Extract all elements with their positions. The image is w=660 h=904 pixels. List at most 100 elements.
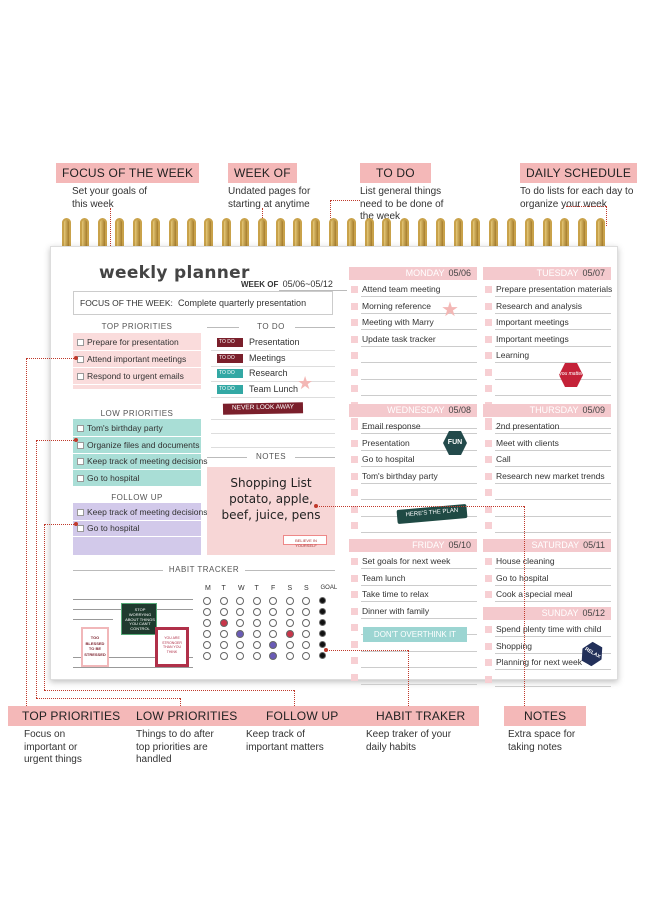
callout-label: WEEK OF bbox=[228, 163, 297, 183]
checkbox bbox=[351, 489, 358, 496]
callout-desc: Keep traker of your daily habits bbox=[366, 729, 452, 753]
checkbox bbox=[351, 319, 358, 326]
connector-dot bbox=[74, 356, 78, 360]
day-rule bbox=[495, 482, 611, 484]
day-item: Shopping bbox=[496, 640, 532, 651]
habit-day-label: F bbox=[271, 585, 276, 592]
checkbox bbox=[77, 425, 84, 432]
day-item: Important meetings bbox=[496, 317, 569, 327]
focus-label: FOCUS OF THE WEEK: bbox=[80, 298, 173, 308]
to-do-rule bbox=[211, 365, 335, 367]
connector-line bbox=[36, 698, 180, 699]
habit-circle bbox=[269, 619, 277, 627]
day-date: 05/11 bbox=[583, 540, 605, 550]
day-rule bbox=[495, 433, 611, 434]
checkbox bbox=[351, 624, 358, 631]
callout-desc: Keep track of important matters bbox=[246, 729, 324, 753]
day-item: Set goals for next week bbox=[362, 556, 451, 566]
habit-circle bbox=[318, 652, 326, 659]
habit-circle bbox=[302, 641, 310, 649]
day-item: Update task tracker bbox=[362, 333, 436, 344]
connector-line bbox=[408, 650, 409, 706]
to-do-rule bbox=[211, 433, 335, 434]
habit-circle bbox=[219, 641, 228, 649]
day-item: Planning for next week bbox=[496, 657, 582, 667]
to-do-tag: TO DO bbox=[217, 353, 243, 363]
checkbox bbox=[485, 489, 492, 496]
callout-week-of: WEEK OF Undated pages for starting at an… bbox=[228, 163, 348, 211]
day-rule bbox=[361, 499, 477, 500]
habit-circle bbox=[285, 652, 294, 660]
too-blessed-sticker: TOO BLESSED TO BE STRESSED bbox=[81, 627, 109, 667]
checkbox bbox=[485, 522, 492, 529]
habit-line bbox=[73, 599, 193, 600]
checkbox bbox=[351, 286, 358, 293]
habit-circle bbox=[318, 619, 326, 626]
day-rule bbox=[361, 617, 477, 619]
habit-circle bbox=[236, 619, 244, 627]
connector-dot bbox=[324, 648, 328, 652]
day-rule bbox=[495, 652, 611, 654]
day-rule bbox=[361, 378, 477, 380]
day-rule bbox=[495, 362, 611, 363]
day-item: Important meetings bbox=[496, 333, 569, 344]
checkbox bbox=[485, 642, 492, 650]
habit-circle bbox=[285, 630, 294, 638]
callout-to-do: TO DO List general things need to be don… bbox=[360, 163, 480, 224]
heres-the-plan-text: HERE'S THE PLAN bbox=[405, 507, 459, 519]
to-do-rule bbox=[211, 381, 335, 382]
checkbox bbox=[485, 439, 492, 447]
habit-circle bbox=[236, 597, 244, 605]
day-rule bbox=[361, 667, 477, 668]
star-sticker: ★ bbox=[441, 299, 459, 321]
day-rule bbox=[361, 395, 477, 396]
connector-line bbox=[606, 206, 607, 226]
callout-desc: Extra space for taking notes bbox=[508, 729, 576, 753]
day-rule bbox=[495, 636, 611, 637]
checkbox bbox=[351, 522, 358, 529]
day-item: House cleaning bbox=[496, 556, 555, 566]
connector-line bbox=[326, 650, 408, 651]
habit-circle bbox=[219, 597, 228, 605]
checkbox bbox=[351, 591, 358, 598]
to-do-rule bbox=[211, 396, 335, 398]
checkbox bbox=[485, 456, 492, 463]
connector-line bbox=[180, 698, 181, 706]
habit-circle bbox=[252, 652, 261, 660]
to-do-tag: TO DO bbox=[217, 369, 243, 378]
list-item: Respond to urgent emails bbox=[87, 371, 184, 381]
day-item: Research and analysis bbox=[496, 300, 582, 311]
list-item: Go to hospital bbox=[87, 472, 140, 483]
planner-page: weekly planner WEEK OF 05/06~05/12 FOCUS… bbox=[50, 246, 618, 687]
callout-label: FOCUS OF THE WEEK bbox=[56, 163, 200, 183]
checkbox bbox=[351, 574, 358, 582]
callout-label: HABIT TRAKER bbox=[362, 706, 480, 726]
checkbox bbox=[485, 626, 492, 633]
connector-line bbox=[294, 690, 295, 706]
checkbox bbox=[351, 657, 358, 664]
day-item: Spend plenty time with child bbox=[496, 624, 602, 634]
day-date: 05/12 bbox=[582, 608, 605, 618]
habit-circle bbox=[285, 619, 294, 627]
habit-circle bbox=[219, 652, 228, 660]
day-item: Go to hospital bbox=[362, 454, 415, 464]
checkbox bbox=[485, 659, 492, 666]
connector-line bbox=[36, 440, 37, 698]
checkbox bbox=[351, 505, 358, 513]
day-rule bbox=[495, 601, 611, 602]
stronger-sticker: YOU ARE STRONGER THAN YOU THINK bbox=[155, 627, 189, 667]
list-rule bbox=[73, 485, 201, 487]
callout-desc: Things to do after top priorities are ha… bbox=[136, 729, 214, 765]
callout-label: LOW PRIORITIES bbox=[124, 706, 250, 726]
too-blessed-text: TOO BLESSED TO BE STRESSED bbox=[84, 635, 106, 657]
checkbox bbox=[77, 373, 84, 380]
checkbox bbox=[77, 441, 84, 449]
to-do-tag-text: TO DO bbox=[219, 370, 235, 376]
day-rule bbox=[361, 601, 477, 602]
day-date: 05/08 bbox=[448, 405, 471, 415]
heading-rule bbox=[73, 570, 163, 571]
